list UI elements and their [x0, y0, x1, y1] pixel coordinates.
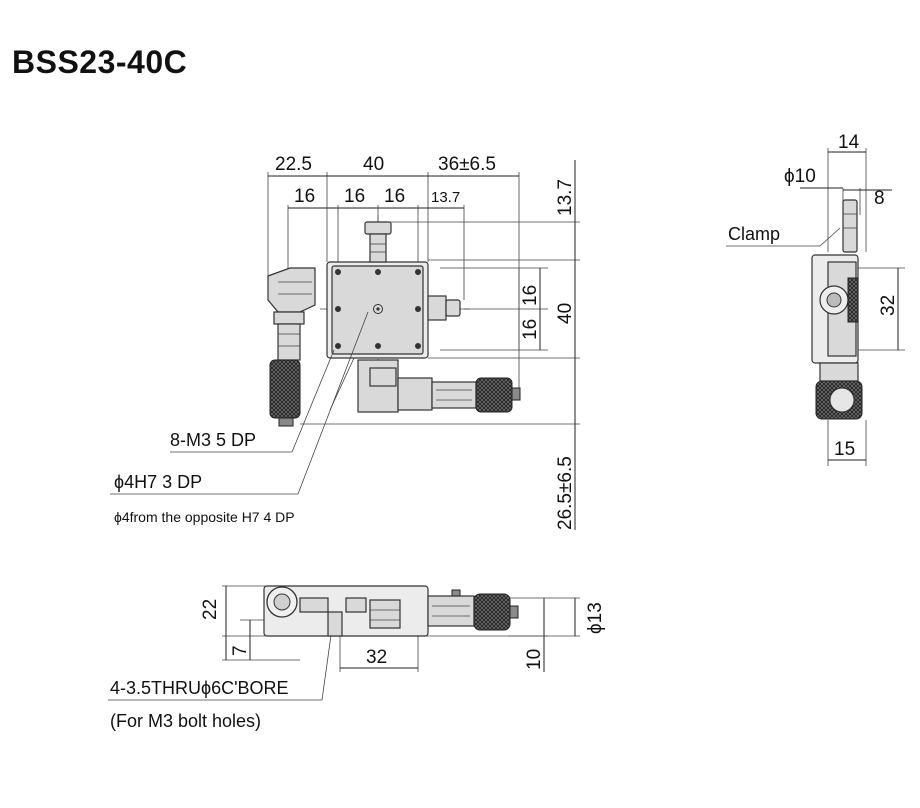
note-pin-hole: ϕ4H7 3 DP	[114, 472, 202, 492]
note-thru-hole: 4-3.5THRUϕ6C'BORE	[110, 678, 289, 698]
front-dim-32: 32	[366, 647, 387, 668]
side-dim-phi10: ϕ10	[784, 166, 816, 187]
side-dim-8: 8	[874, 188, 885, 209]
front-dim-phi13: ϕ13	[585, 602, 606, 634]
clamp-label: Clamp	[728, 224, 780, 244]
dim-36-tol: 36±6.5	[438, 154, 496, 175]
dim-13-7-v: 13.7	[555, 179, 576, 216]
dim-16-a: 16	[294, 186, 315, 207]
note-bolt-holes: (For M3 bolt holes)	[110, 711, 261, 731]
dim-40: 40	[363, 154, 384, 175]
top-view	[110, 160, 580, 530]
dim-16-v-b: 16	[520, 319, 541, 340]
dim-16-b: 16	[344, 186, 365, 207]
dim-16-c: 16	[384, 186, 405, 207]
side-view	[726, 148, 905, 466]
dim-13-7-h: 13.7	[431, 189, 460, 206]
side-dim-32: 32	[878, 295, 899, 316]
front-view	[108, 585, 580, 701]
dim-40-v: 40	[555, 303, 576, 324]
side-dim-15: 15	[834, 439, 855, 460]
drawing-title: BSS23-40C	[12, 44, 188, 80]
note-tapped-holes: 8-M3 5 DP	[170, 430, 256, 450]
dim-22-5: 22.5	[275, 154, 312, 175]
note-opposite-hole: ϕ4from the opposite H7 4 DP	[114, 509, 295, 525]
front-dim-7: 7	[230, 645, 251, 656]
dim-26-5-tol: 26.5±6.5	[555, 456, 576, 530]
front-dim-10: 10	[524, 649, 545, 670]
dim-16-v-a: 16	[520, 285, 541, 306]
side-dim-14: 14	[838, 132, 860, 153]
front-dim-22: 22	[200, 599, 221, 620]
